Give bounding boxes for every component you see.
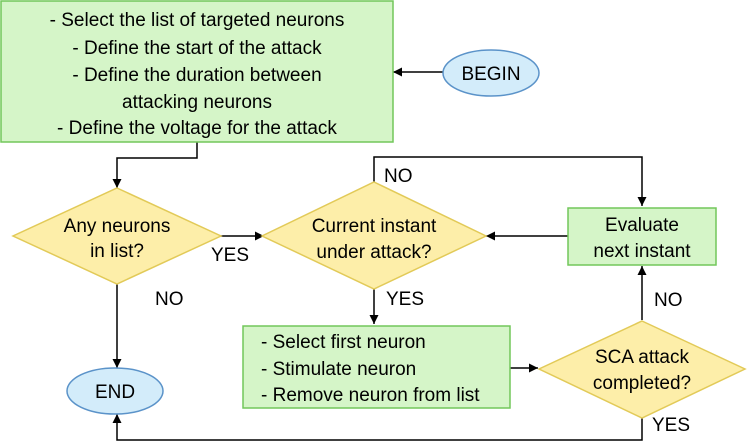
stimulate-line-2: - Stimulate neuron [261, 359, 416, 380]
edge-current-instant-no [373, 156, 647, 206]
any-neurons-decision: Any neurons in list? [11, 187, 223, 285]
setup-line-5: - Define the voltage for the attack [57, 118, 337, 139]
stimulate-process-box: - Select first neuron - Stimulate neuron… [242, 325, 511, 409]
evaluate-line-2: next instant [593, 241, 691, 262]
evaluate-line-1: Evaluate [605, 215, 679, 236]
edge-label-current-yes: YES [386, 289, 424, 310]
edge-label-sca-no: NO [654, 290, 683, 311]
current-instant-line-1: Current instant [312, 216, 437, 237]
end-label: END [95, 382, 135, 403]
begin-terminal: BEGIN [442, 49, 540, 97]
any-neurons-line-1: Any neurons [64, 216, 171, 237]
edge-label-current-no: NO [384, 166, 413, 187]
edge-sca-yes [112, 414, 643, 441]
any-neurons-line-2: in list? [90, 241, 144, 262]
stimulate-line-3: - Remove neuron from list [261, 385, 480, 406]
edge-label-sca-yes: YES [652, 415, 690, 436]
setup-line-1: - Select the list of targeted neurons [50, 10, 345, 31]
stimulate-line-1: - Select first neuron [261, 332, 426, 353]
setup-process-box: - Select the list of targeted neurons - … [0, 0, 394, 143]
evaluate-process-box: Evaluate next instant [567, 207, 717, 266]
setup-line-2: - Define the start of the attack [72, 38, 322, 59]
edge-label-any-no: NO [155, 289, 184, 310]
current-instant-decision: Current instant under attack? [260, 181, 488, 290]
current-instant-line-2: under attack? [316, 242, 431, 263]
setup-line-4: attacking neurons [122, 92, 272, 113]
end-terminal: END [66, 367, 164, 415]
setup-line-3: - Define the duration between [72, 65, 321, 86]
edge-setup-to-any-neurons [112, 142, 198, 188]
sca-line-2: completed? [593, 373, 691, 394]
sca-attack-decision: SCA attack completed? [537, 320, 747, 419]
edge-label-any-yes: YES [211, 245, 249, 266]
sca-line-1: SCA attack [595, 347, 689, 368]
begin-label: BEGIN [461, 64, 520, 85]
